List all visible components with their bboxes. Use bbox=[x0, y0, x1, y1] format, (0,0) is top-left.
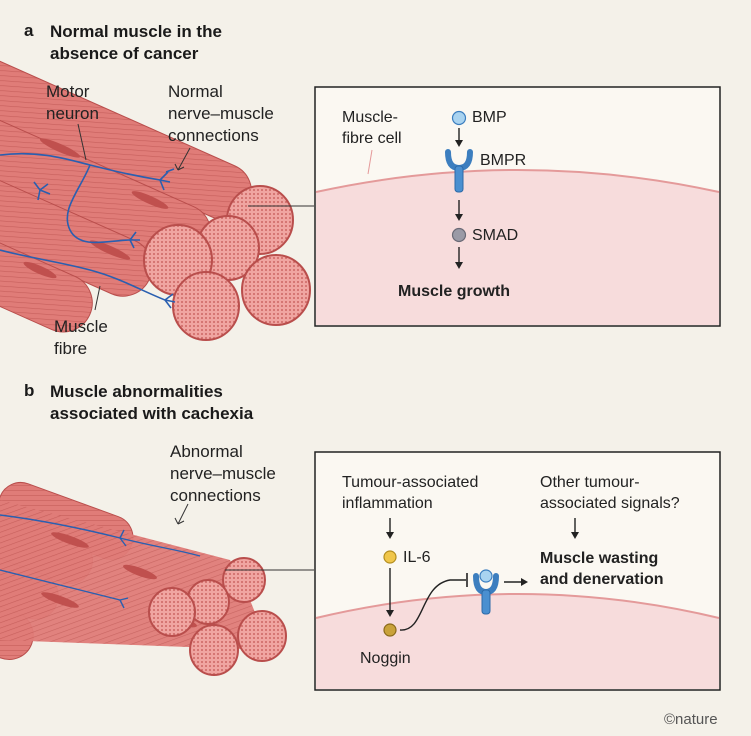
label-noggin: Noggin bbox=[360, 650, 411, 667]
panel-letter-a: a bbox=[24, 21, 34, 40]
panel-title-a-line1: Normal muscle in the bbox=[50, 22, 222, 41]
label-muscle-fibre-cell: Muscle- fibre cell bbox=[342, 107, 402, 149]
label-conn-a-line3: connections bbox=[168, 126, 259, 145]
wasting-line1: Muscle wasting bbox=[540, 550, 659, 567]
label-tumour-inflammation: Tumour-associated inflammation bbox=[342, 472, 478, 514]
label-motor-line2: neuron bbox=[46, 104, 99, 123]
label-abnormal-connections: Abnormal nerve–muscle connections bbox=[170, 441, 276, 507]
label-conn-b-line1: Abnormal bbox=[170, 442, 243, 461]
signalling-box-a bbox=[314, 86, 721, 327]
label-conn-a-line2: nerve–muscle bbox=[168, 104, 274, 123]
nature-credit: ©nature bbox=[664, 711, 718, 728]
label-muscle-fibre: Muscle fibre bbox=[54, 316, 108, 360]
other-line1: Other tumour- bbox=[540, 474, 640, 491]
cell-label-line1: Muscle- bbox=[342, 109, 399, 126]
wasting-line2: and denervation bbox=[540, 571, 664, 588]
other-line2: associated signals? bbox=[540, 495, 680, 512]
panel-title-b-line2: associated with cachexia bbox=[50, 404, 254, 423]
inflam-line2: inflammation bbox=[342, 495, 433, 512]
muscle-bundle-a bbox=[0, 51, 314, 341]
inflam-line1: Tumour-associated bbox=[342, 474, 479, 491]
panel-title-b: Muscle abnormalities associated with cac… bbox=[50, 381, 253, 425]
label-motor-neuron: Motor neuron bbox=[46, 81, 99, 125]
label-conn-b-line2: nerve–muscle bbox=[170, 464, 276, 483]
panel-letter-b: b bbox=[24, 381, 35, 400]
panel-title-b-line1: Muscle abnormalities bbox=[50, 382, 223, 401]
label-normal-connections: Normal nerve–muscle connections bbox=[168, 81, 274, 147]
label-conn-b-line3: connections bbox=[170, 486, 261, 505]
label-bmp: BMP bbox=[472, 109, 507, 126]
label-fibre-line2: fibre bbox=[54, 339, 88, 358]
panel-title-a: Normal muscle in the absence of cancer bbox=[50, 21, 222, 65]
label-motor-line1: Motor bbox=[46, 82, 90, 101]
label-conn-a-line1: Normal bbox=[168, 82, 223, 101]
label-smad: SMAD bbox=[472, 227, 519, 244]
muscle-bundle-b bbox=[0, 482, 314, 676]
cell-label-line2: fibre cell bbox=[342, 130, 402, 147]
label-fibre-line1: Muscle bbox=[54, 317, 108, 336]
panel-title-a-line2: absence of cancer bbox=[50, 44, 199, 63]
signalling-box-b bbox=[314, 451, 721, 691]
label-il6: IL-6 bbox=[403, 549, 431, 566]
label-other-signals: Other tumour- associated signals? bbox=[540, 472, 680, 514]
label-bmpr: BMPR bbox=[480, 152, 527, 169]
label-muscle-growth: Muscle growth bbox=[398, 283, 511, 300]
label-muscle-wasting: Muscle wasting and denervation bbox=[540, 548, 664, 590]
